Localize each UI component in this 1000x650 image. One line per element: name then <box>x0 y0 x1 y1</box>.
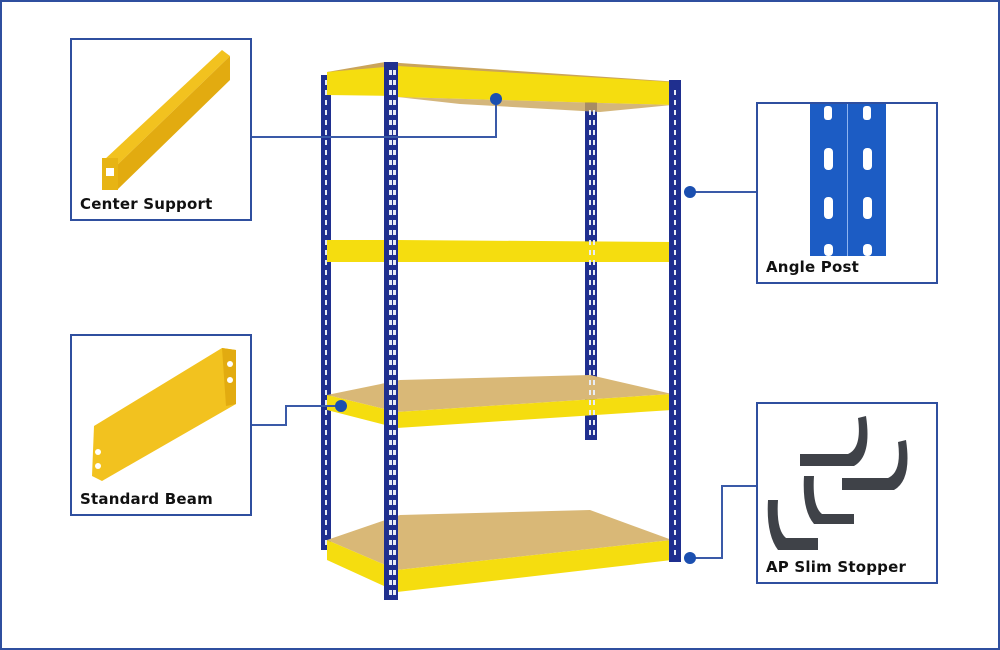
connector-center-support-vertical <box>495 100 497 138</box>
part-label: Angle Post <box>766 258 859 276</box>
connector-slim-stopper-top <box>721 485 758 487</box>
part-card-center-support: Center Support <box>70 38 252 221</box>
part-card-angle-post: Angle Post <box>756 102 938 284</box>
part-label: Standard Beam <box>80 490 213 508</box>
connector-standard-beam <box>252 424 286 426</box>
part-label: AP Slim Stopper <box>766 558 907 576</box>
connector-slim-stopper-vertical <box>721 485 723 559</box>
part-label: Center Support <box>80 195 213 213</box>
callout-dot-center-support <box>490 93 502 105</box>
angle-post-icon <box>810 104 886 256</box>
part-card-slim-stopper: AP Slim Stopper <box>756 402 938 584</box>
center-support-icon <box>102 50 230 190</box>
slim-stopper-icon <box>767 416 908 550</box>
connector-angle-post <box>690 191 758 193</box>
standard-beam-icon <box>92 348 236 481</box>
callout-dot-angle-post <box>684 186 696 198</box>
part-card-standard-beam: Standard Beam <box>70 334 252 516</box>
connector-standard-beam-vertical <box>285 405 287 426</box>
connector-slim-stopper <box>690 557 722 559</box>
connector-standard-beam-top <box>285 405 337 407</box>
callout-dot-standard-beam <box>335 400 347 412</box>
callout-dot-slim-stopper <box>684 552 696 564</box>
connector-center-support <box>252 136 496 138</box>
